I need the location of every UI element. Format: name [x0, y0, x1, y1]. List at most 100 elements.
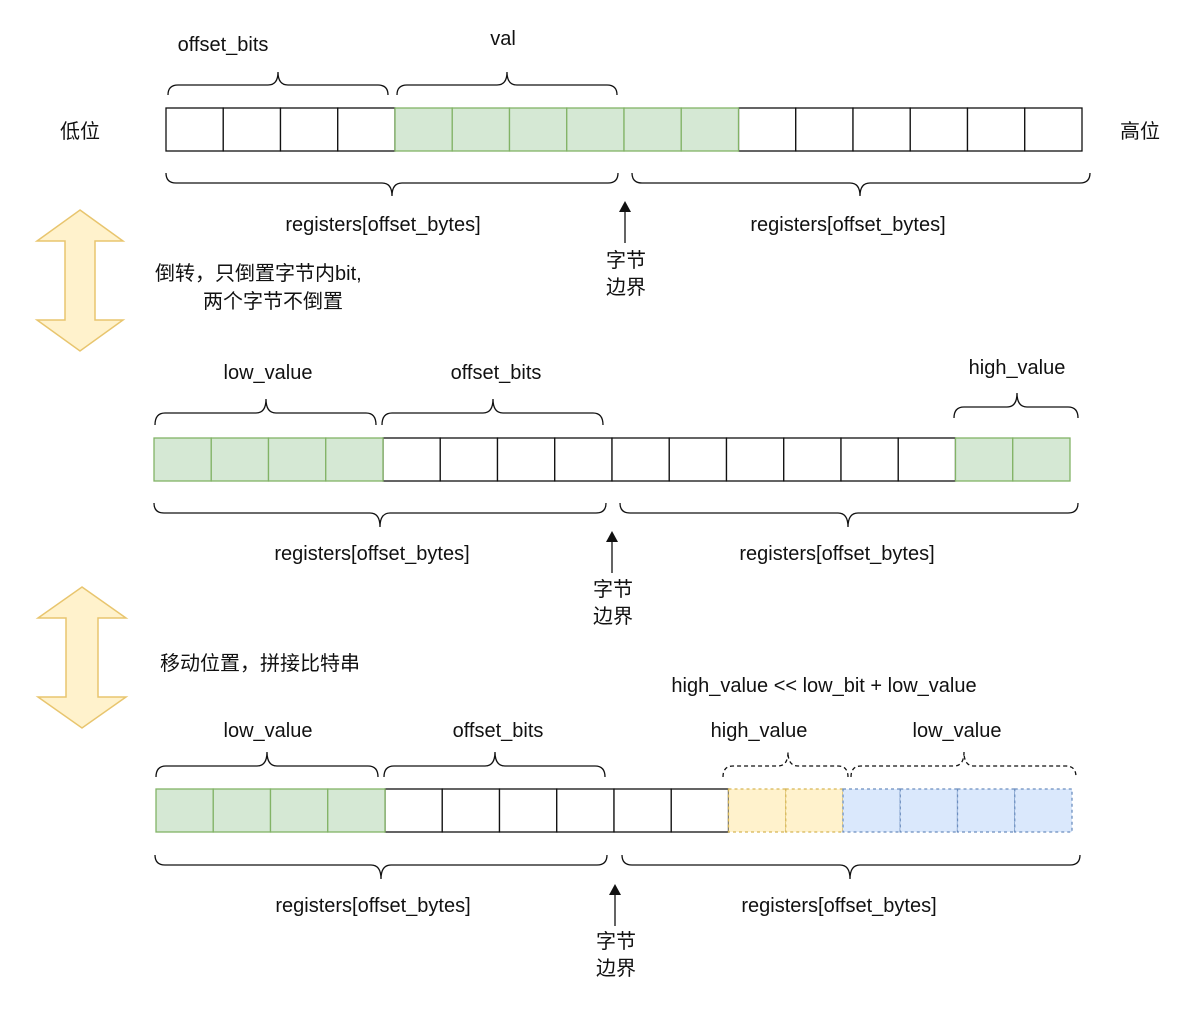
high-value-label: high_value [969, 357, 1066, 379]
green-bit-cell [155, 788, 214, 833]
formula-label: high_value << low_bit + low_value [671, 675, 976, 697]
empty-bit-cell [384, 788, 443, 833]
empty-bit-cell [554, 437, 613, 482]
registers-high-label: registers[offset_bytes] [750, 214, 945, 236]
blue-bit-cell [899, 788, 959, 833]
empty-bit-cell [279, 107, 339, 152]
low-value-brace [155, 751, 379, 778]
offset-bits-label: offset_bits [178, 34, 269, 56]
offset-bits-brace [381, 398, 604, 426]
double-arrow-icon [35, 586, 129, 729]
empty-bit-cell [337, 107, 396, 152]
empty-bit-cell [852, 107, 911, 152]
registers-low-label: registers[offset_bytes] [274, 543, 469, 565]
empty-bit-cell [795, 107, 854, 152]
green-bit-cell [212, 788, 272, 833]
byte-boundary-arrowhead [609, 884, 621, 895]
registers-high-label: registers[offset_bytes] [739, 543, 934, 565]
low-value-label: low_value [913, 720, 1002, 742]
byte-boundary-arrowhead [606, 531, 618, 542]
green-bit-cell [508, 107, 568, 152]
low-byte-brace [154, 854, 608, 880]
green-bit-cell [267, 437, 327, 482]
byte-boundary-label-top: 字节 [596, 930, 636, 953]
reverse-note-line2: 两个字节不倒置 [203, 290, 343, 313]
empty-bit-cell [840, 437, 899, 482]
low-byte-brace [165, 172, 619, 197]
reverse-note-line1: 倒转，只倒置字节内bit, [155, 262, 362, 285]
high-side-label: 高位 [1120, 120, 1160, 143]
val-brace [396, 71, 618, 96]
blue-bit-cell [842, 788, 901, 833]
low-byte-brace [153, 502, 607, 528]
high-byte-brace [619, 502, 1079, 528]
low-side-label: 低位 [60, 120, 100, 143]
empty-bit-cell [439, 437, 499, 482]
empty-bit-cell [670, 788, 730, 833]
empty-bit-cell [725, 437, 785, 482]
row-reversed-cells [153, 437, 1071, 482]
byte-boundary-label-bottom: 边界 [606, 276, 646, 299]
empty-bit-cell [966, 107, 1026, 152]
blue-bit-cell [1014, 788, 1073, 833]
val-label: val [490, 28, 516, 50]
byte-boundary-arrowhead [619, 201, 631, 212]
high-byte-brace [621, 854, 1081, 880]
shift-note: 移动位置，拼接比特串 [160, 652, 360, 675]
byte-boundary-label-top: 字节 [593, 578, 633, 601]
low-value-label: low_value [224, 720, 313, 742]
green-bit-cell [325, 437, 384, 482]
high-byte-brace [631, 172, 1091, 197]
low-value-brace [154, 398, 377, 426]
empty-bit-cell [496, 437, 556, 482]
empty-bit-cell [909, 107, 969, 152]
offset-bits-brace [167, 71, 389, 96]
empty-bit-cell [222, 107, 282, 152]
green-bit-cell [954, 437, 1014, 482]
byte-boundary-label-bottom: 边界 [593, 605, 633, 628]
offset-bits-label: offset_bits [453, 720, 544, 742]
green-bit-cell [153, 437, 212, 482]
row-original-cells [165, 107, 1083, 152]
low-value-dashed-brace [850, 751, 1077, 778]
empty-bit-cell [737, 107, 797, 152]
green-bit-cell [566, 107, 625, 152]
green-bit-cell [210, 437, 270, 482]
green-bit-cell [680, 107, 740, 152]
green-bit-cell [1012, 437, 1071, 482]
green-bit-cell [269, 788, 329, 833]
byte-boundary-label-top: 字节 [606, 249, 646, 272]
double-arrow-icon [34, 209, 126, 352]
empty-bit-cell [382, 437, 441, 482]
yellow-bit-cell [727, 788, 787, 833]
offset-bits-label: offset_bits [451, 362, 542, 384]
green-bit-cell [623, 107, 682, 152]
high-value-dashed-brace [722, 751, 849, 778]
empty-bit-cell [897, 437, 957, 482]
empty-bit-cell [611, 437, 670, 482]
empty-bit-cell [783, 437, 842, 482]
yellow-bit-cell [785, 788, 844, 833]
green-bit-cell [394, 107, 453, 152]
empty-bit-cell [668, 437, 728, 482]
empty-bit-cell [613, 788, 672, 833]
low-value-label: low_value [224, 362, 313, 384]
registers-low-label: registers[offset_bytes] [285, 214, 480, 236]
offset-bits-brace [383, 751, 606, 778]
green-bit-cell [451, 107, 511, 152]
empty-bit-cell [1024, 107, 1083, 152]
green-bit-cell [327, 788, 386, 833]
blue-bit-cell [956, 788, 1016, 833]
high-value-brace [953, 392, 1079, 419]
registers-low-label: registers[offset_bytes] [275, 895, 470, 917]
registers-high-label: registers[offset_bytes] [741, 895, 936, 917]
empty-bit-cell [165, 107, 224, 152]
row-spliced-cells [155, 788, 1073, 833]
empty-bit-cell [441, 788, 501, 833]
high-value-label: high_value [711, 720, 808, 742]
empty-bit-cell [498, 788, 558, 833]
byte-boundary-label-bottom: 边界 [596, 957, 636, 980]
empty-bit-cell [556, 788, 615, 833]
